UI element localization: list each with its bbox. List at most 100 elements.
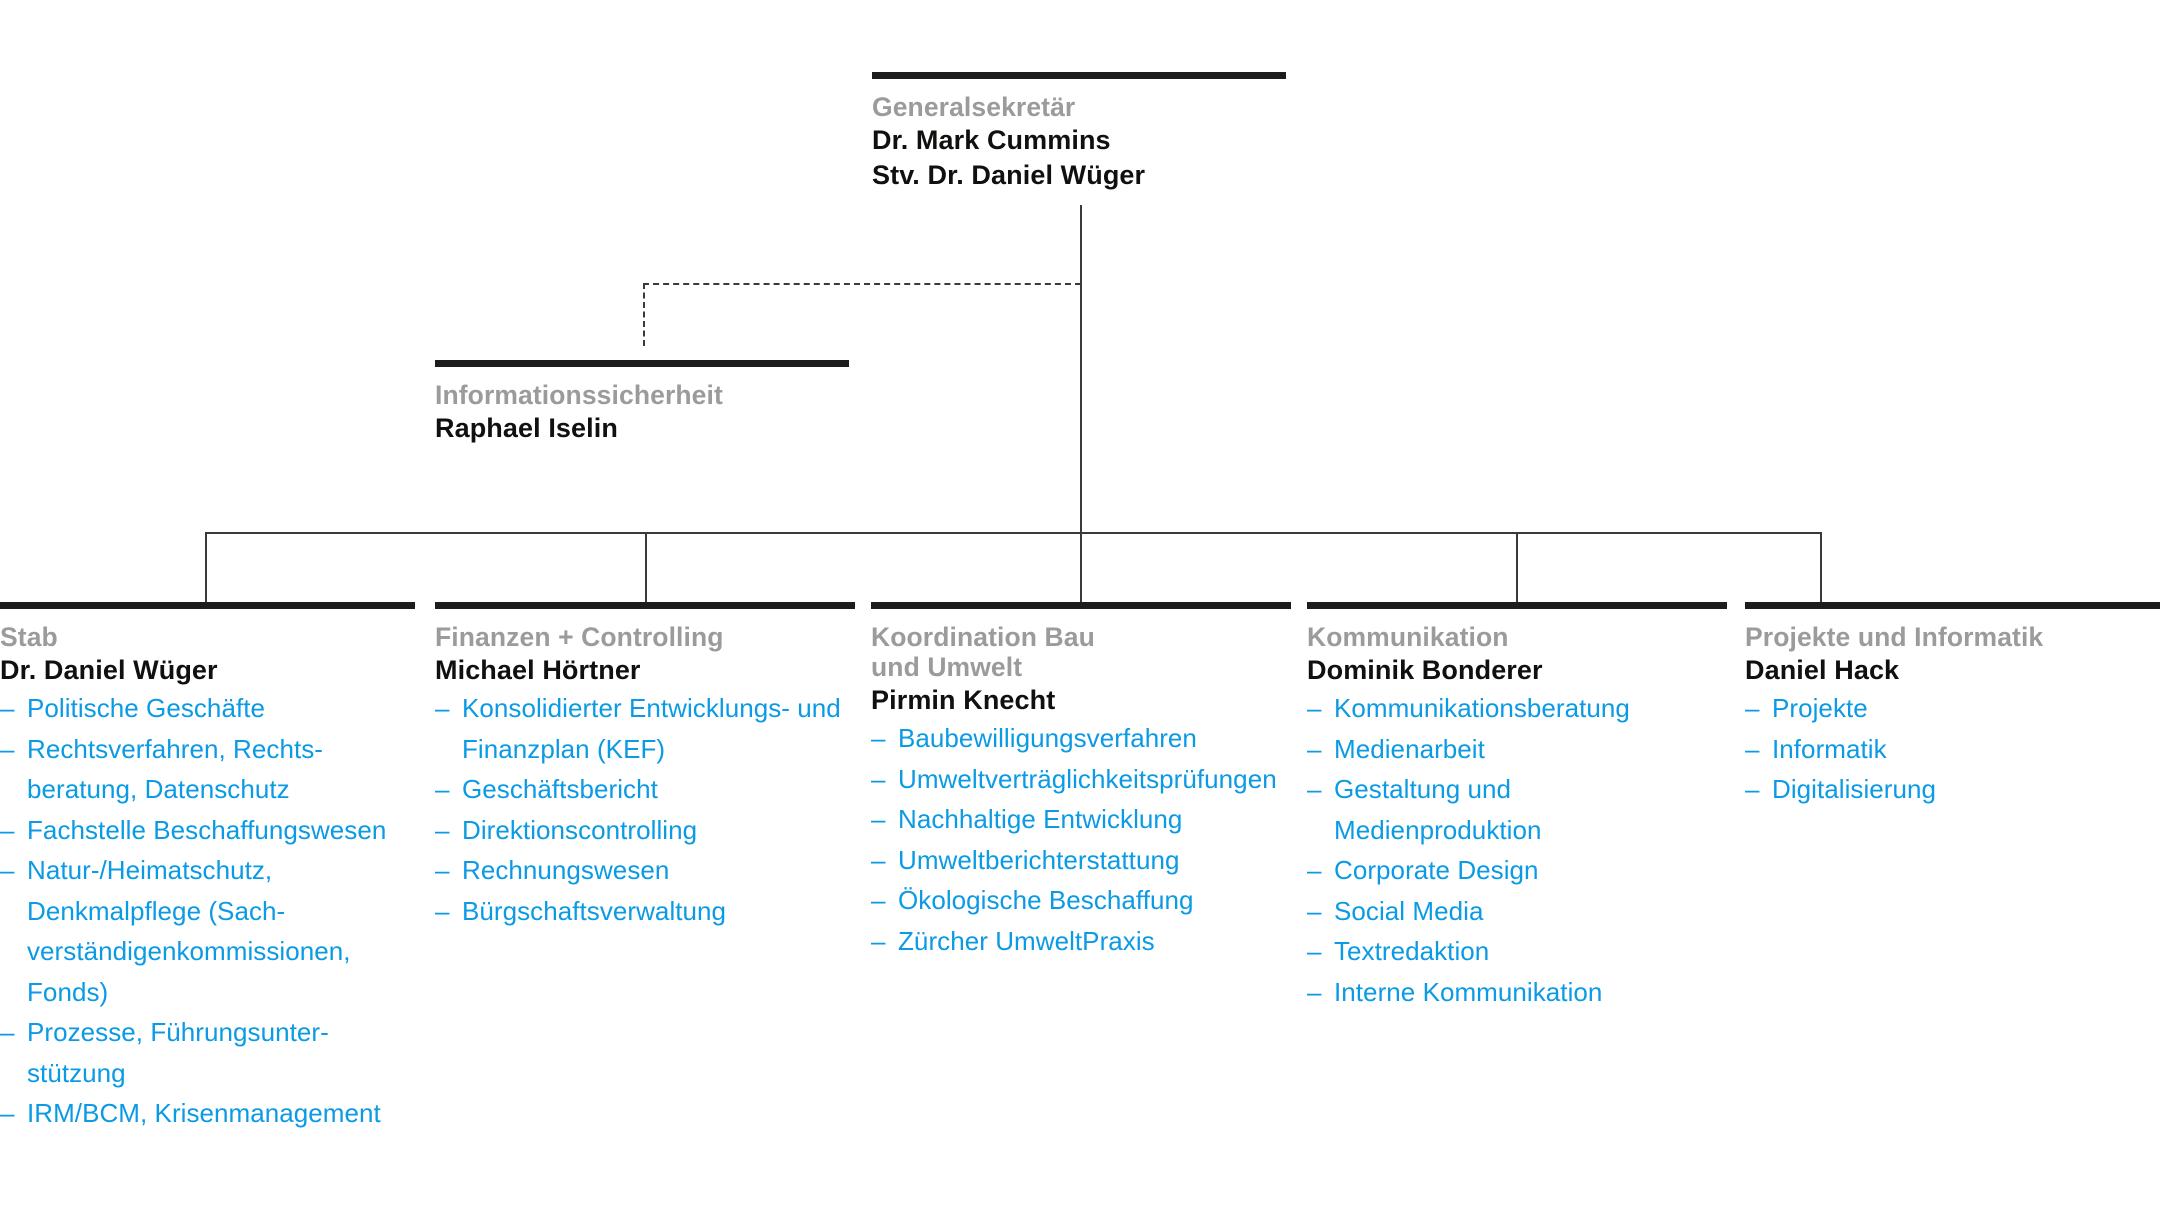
list-item-label: Umweltverträglichkeits­prüfungen <box>898 763 1277 794</box>
list-item-label: Rechtsverfahren, Rechts­beratung, Datens… <box>27 733 323 805</box>
bullet-dash-icon: – <box>435 693 450 723</box>
list-item-label: Projekte <box>1772 693 1868 723</box>
connector-drop-3 <box>1080 532 1082 602</box>
bullet-dash-icon: – <box>435 814 450 845</box>
list-item: –Ökologische Beschaffung <box>871 880 1291 921</box>
node-rule <box>1745 602 2160 609</box>
connector-drop-1 <box>205 532 207 602</box>
bullet-dash-icon: – <box>435 895 450 926</box>
list-item: –Direktionscontrolling <box>435 810 855 851</box>
bullet-dash-icon: – <box>871 844 886 875</box>
connector-drop-2 <box>645 532 647 602</box>
list-item: –Nachhaltige Entwicklung <box>871 799 1291 840</box>
list-item: –Geschäftsbericht <box>435 769 855 810</box>
bullet-dash-icon: – <box>871 885 886 915</box>
connector-bus-horizontal <box>205 532 1822 534</box>
node-person-name: Dr. Mark Cummins <box>872 125 1111 155</box>
list-item-label: Textredaktion <box>1334 936 1490 966</box>
list-item-label: Gestaltung und Medienproduktion <box>1334 774 1542 845</box>
list-item: –Medienarbeit <box>1307 729 1727 770</box>
list-item: –Kommunikationsberatung <box>1307 688 1727 729</box>
list-item-label: Prozesse, Führungsunter­stützung <box>27 1017 329 1088</box>
list-item-label: Politische Geschäfte <box>27 693 266 723</box>
node-person-name: Dr. Daniel Wüger <box>0 655 218 685</box>
connector-drop-5 <box>1820 532 1822 602</box>
bullet-dash-icon: – <box>0 814 15 845</box>
list-item: –Baubewilligungsverfahren <box>871 718 1291 759</box>
list-item-label: Digitalisierung <box>1772 774 1937 804</box>
list-item: –Social Media <box>1307 891 1727 932</box>
list-item-label: Baubewilligungsverfahren <box>898 723 1197 753</box>
bullet-dash-icon: – <box>1745 774 1760 804</box>
node-unit-label: Generalsekretär <box>872 92 1076 122</box>
list-item: –Digitalisierung <box>1745 769 2160 810</box>
list-item: –Rechtsverfahren, Rechts­beratung, Daten… <box>0 729 415 810</box>
task-list: –Baubewilligungsverfahren –Umweltverträg… <box>871 718 1291 961</box>
task-list: –Konsolidierter Entwicklungs- und Finanz… <box>435 688 855 931</box>
node-unit-label: Kommunikation <box>1307 622 1509 652</box>
list-item: –Umweltberichterstattung <box>871 840 1291 881</box>
bullet-dash-icon: – <box>871 763 886 794</box>
list-item: –Natur-/Heimatschutz, Denkmalpflege (Sac… <box>0 850 415 1012</box>
bullet-dash-icon: – <box>0 733 15 764</box>
bullet-dash-icon: – <box>1307 976 1322 1007</box>
list-item-label: Umweltberichterstattung <box>898 844 1180 875</box>
list-item-label: Kommunikationsberatung <box>1334 693 1630 723</box>
node-unit-label: Informationssicherheit <box>435 380 723 410</box>
list-item-label: Fachstelle Beschaffungswesen <box>27 814 387 845</box>
bullet-dash-icon: – <box>1745 693 1760 723</box>
node-person-name: Michael Hörtner <box>435 655 641 685</box>
node-rule <box>435 602 855 609</box>
list-item: –Zürcher UmweltPraxis <box>871 921 1291 962</box>
node-deputy-name: Stv. Dr. Daniel Wüger <box>872 160 1146 190</box>
task-list: –Kommunikationsberatung –Medienarbeit –G… <box>1307 688 1727 1012</box>
bullet-dash-icon: – <box>0 855 15 885</box>
bullet-dash-icon: – <box>1307 733 1322 764</box>
node-projekte-informatik: Projekte und Informatik Daniel Hack –Pro… <box>1745 602 2160 810</box>
list-item-label: Social Media <box>1334 895 1484 926</box>
bullet-dash-icon: – <box>1307 936 1322 966</box>
node-koordination-bau-umwelt: Koordination Bau und Umwelt Pirmin Knech… <box>871 602 1291 961</box>
list-item-label: Nachhaltige Entwicklung <box>898 804 1183 834</box>
node-unit-label: Stab <box>0 622 58 652</box>
connector-root-vertical <box>1080 205 1082 534</box>
node-unit-label: Finanzen + Controlling <box>435 622 724 652</box>
bullet-dash-icon: – <box>1307 895 1322 926</box>
list-item-label: Direktionscontrolling <box>462 814 698 845</box>
list-item: –Gestaltung und Medienproduktion <box>1307 769 1634 850</box>
bullet-dash-icon: – <box>1307 693 1322 723</box>
node-kommunikation: Kommunikation Dominik Bonderer –Kommunik… <box>1307 602 1727 1012</box>
node-person-name: Dominik Bonderer <box>1307 655 1543 685</box>
list-item-label: Natur-/Heimatschutz, Denkmalpflege (Sach… <box>27 855 351 1007</box>
node-rule <box>0 602 415 609</box>
list-item: –IRM/BCM, Krisenmanagement <box>0 1093 415 1134</box>
bullet-dash-icon: – <box>0 1017 15 1047</box>
bullet-dash-icon: – <box>871 804 886 834</box>
list-item: –Bürgschaftsverwaltung <box>435 891 855 932</box>
bullet-dash-icon: – <box>0 693 15 723</box>
node-unit-label: Projekte und Informatik <box>1745 622 2044 652</box>
connector-staff-dashed-horizontal <box>643 283 1081 285</box>
list-item-label: Ökologische Beschaffung <box>898 885 1194 915</box>
list-item-label: Zürcher UmweltPraxis <box>898 925 1155 956</box>
list-item: –Rechnungswesen <box>435 850 855 891</box>
list-item: –Fachstelle Beschaffungswesen <box>0 810 415 851</box>
list-item-label: Geschäftsbericht <box>462 774 658 804</box>
bullet-dash-icon: – <box>871 925 886 956</box>
node-person-name: Raphael Iselin <box>435 413 618 443</box>
node-rule <box>871 602 1291 609</box>
list-item-label: Medienarbeit <box>1334 733 1485 764</box>
task-list: –Politische Geschäfte –Rechtsverfahren, … <box>0 688 415 1134</box>
list-item-label: Bürgschaftsverwaltung <box>462 895 727 926</box>
bullet-dash-icon: – <box>1745 733 1760 764</box>
list-item-label: Informatik <box>1772 733 1887 764</box>
list-item: –Corporate Design <box>1307 850 1727 891</box>
connector-staff-dashed-vertical <box>643 283 645 346</box>
node-informationssicherheit: Informationssicherheit Raphael Iselin <box>435 360 849 445</box>
bullet-dash-icon: – <box>435 774 450 804</box>
list-item: –Politische Geschäfte <box>0 688 415 729</box>
bullet-dash-icon: – <box>1307 855 1322 885</box>
node-stab: Stab Dr. Daniel Wüger –Politische Geschä… <box>0 602 415 1134</box>
bullet-dash-icon: – <box>435 855 450 885</box>
